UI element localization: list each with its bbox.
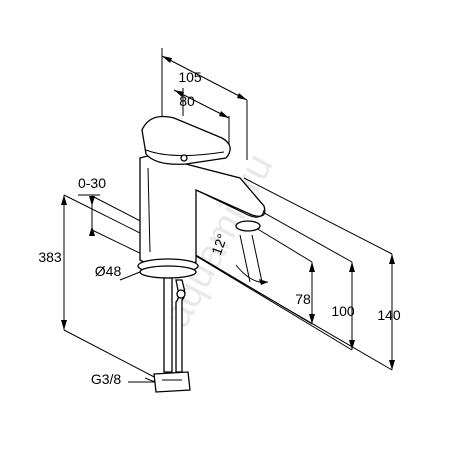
dim-total-height: 140 — [377, 307, 401, 323]
faucet-body — [137, 115, 266, 393]
dim-base-diameter: Ø48 — [95, 263, 122, 279]
dim-tilt-angle: 12° — [208, 232, 230, 257]
dim-lever-height: 100 — [331, 303, 355, 319]
dim-spout-reach: 80 — [179, 93, 195, 109]
dim-body-height: 383 — [38, 249, 62, 265]
dim-outlet-height: 78 — [295, 291, 311, 307]
dim-overall-reach: 105 — [178, 69, 202, 85]
dim-swivel-range: 0-30 — [78, 175, 106, 191]
dimension-lines — [61, 48, 395, 383]
dim-connection-thread: G3/8 — [91, 371, 122, 387]
